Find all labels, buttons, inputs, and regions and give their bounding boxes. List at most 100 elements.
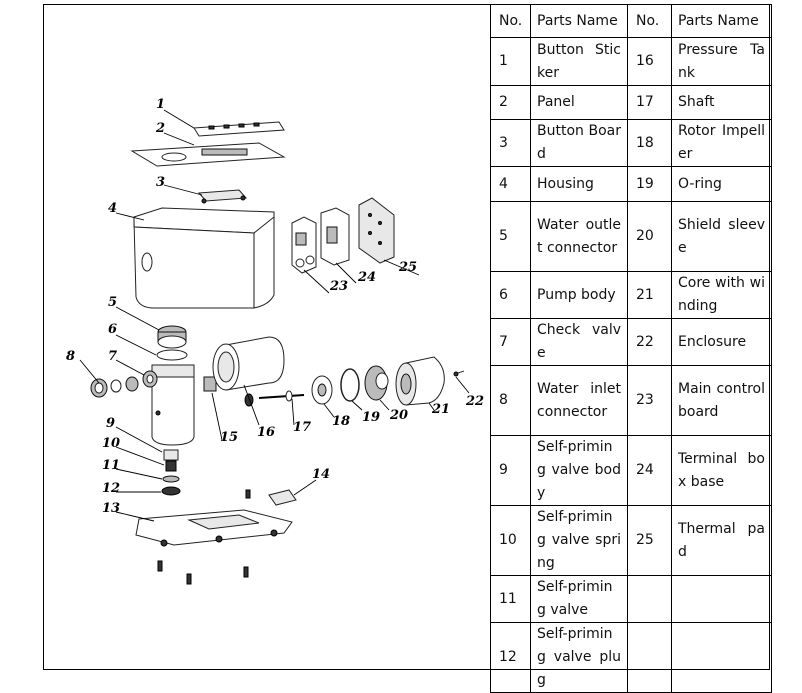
screws [157, 560, 249, 585]
part-name-cell: Main control board [671, 365, 772, 436]
part-name-cell: Terminal box base [671, 435, 772, 506]
part-number-cell: 6 [490, 271, 531, 319]
part-number-cell: 19 [627, 166, 672, 202]
panel-part [130, 142, 286, 167]
o-ring-part [340, 368, 360, 402]
shaft-part [244, 390, 305, 407]
part-name-cell: Self-priming valve spring [530, 505, 628, 576]
part-name-cell: Check valve [530, 318, 628, 366]
part-name-cell: Shield sleeve [671, 201, 772, 272]
part-number-cell: 5 [490, 201, 531, 272]
label-10: 10 [102, 436, 120, 451]
header-no-2: No. [627, 4, 672, 38]
part-name-cell: Panel [530, 85, 628, 120]
pump-body-part [151, 349, 195, 446]
part-number-cell: 2 [490, 85, 531, 120]
button-board-part [197, 189, 248, 204]
power-plug-part [245, 489, 297, 506]
housing-part [133, 207, 275, 309]
label-15: 15 [220, 430, 238, 445]
part-name-cell [671, 622, 772, 693]
label-25: 25 [398, 260, 417, 275]
part-number-cell: 20 [627, 201, 672, 272]
part-name-cell: Rotor Impeller [671, 119, 772, 167]
part-name-cell: Self-priming valve plug [530, 622, 628, 693]
label-14: 14 [312, 467, 330, 482]
label-24: 24 [357, 270, 376, 285]
part-name-cell: Pressure Tank [671, 37, 772, 86]
header-parts-name-2: Parts Name [671, 4, 772, 38]
part-name-cell: Core with winding [671, 271, 772, 319]
part-name-cell: Pump body [530, 271, 628, 319]
main-control-board-part [291, 216, 317, 274]
part-name-cell: Water outlet connector [530, 201, 628, 272]
part-number-cell: 23 [627, 365, 672, 436]
fitting-part [203, 376, 217, 392]
label-4: 4 [108, 201, 117, 216]
part-number-cell: 9 [490, 435, 531, 506]
header-no-1: No. [490, 4, 531, 38]
rotor-impeller-part [311, 375, 333, 405]
label-19: 19 [362, 410, 380, 425]
part-name-cell: Enclosure [671, 318, 772, 366]
label-12: 12 [102, 481, 120, 496]
part-number-cell [627, 575, 672, 623]
label-23: 23 [329, 279, 348, 294]
part-number-cell: 8 [490, 365, 531, 436]
thermal-pad-part [358, 197, 395, 264]
table-header-row: No. Parts Name No. Parts Name [490, 4, 772, 38]
pressure-tank-part [212, 336, 285, 391]
exploded-view-diagram: 1 2 3 4 5 6 7 8 9 10 11 12 13 14 15 16 1… [44, 5, 490, 669]
label-2: 2 [155, 121, 165, 136]
part-number-cell: 24 [627, 435, 672, 506]
part-number-cell: 18 [627, 119, 672, 167]
label-5: 5 [108, 295, 117, 310]
part-name-cell: Housing [530, 166, 628, 202]
part-number-cell: 16 [627, 37, 672, 86]
label-9: 9 [106, 416, 115, 431]
part-name-cell: Button Board [530, 119, 628, 167]
part-number-cell [627, 622, 672, 693]
label-16: 16 [257, 425, 275, 440]
label-7: 7 [108, 349, 117, 364]
part-labels: 1 2 3 4 5 6 7 8 9 10 11 12 13 14 15 16 1… [66, 97, 484, 516]
part-name-cell: Water inlet connector [530, 365, 628, 436]
part-number-cell: 11 [490, 575, 531, 623]
terminal-box-base-part [320, 207, 350, 266]
button-sticker-part [193, 121, 285, 137]
part-name-cell: Shaft [671, 85, 772, 120]
label-17: 17 [293, 420, 311, 435]
part-name-cell: Button Sticker [530, 37, 628, 86]
label-3: 3 [156, 175, 165, 190]
part-number-cell: 22 [627, 318, 672, 366]
core-with-winding-part [395, 356, 445, 406]
header-parts-name-1: Parts Name [530, 4, 628, 38]
part-number-cell: 12 [490, 622, 531, 693]
part-number-cell: 1 [490, 37, 531, 86]
label-13: 13 [102, 501, 120, 516]
part-number-cell: 25 [627, 505, 672, 576]
label-6: 6 [108, 322, 117, 337]
part-number-cell: 7 [490, 318, 531, 366]
part-name-cell: O-ring [671, 166, 772, 202]
part-number-cell: 4 [490, 166, 531, 202]
label-22: 22 [465, 394, 484, 409]
part-name-cell: Thermal pad [671, 505, 772, 576]
label-20: 20 [389, 408, 408, 423]
shield-sleeve-part [364, 365, 389, 401]
water-inlet-connector-part [90, 376, 139, 398]
part-number-cell: 17 [627, 85, 672, 120]
part-name-cell [671, 575, 772, 623]
part-name-cell: Self-priming valve [530, 575, 628, 623]
